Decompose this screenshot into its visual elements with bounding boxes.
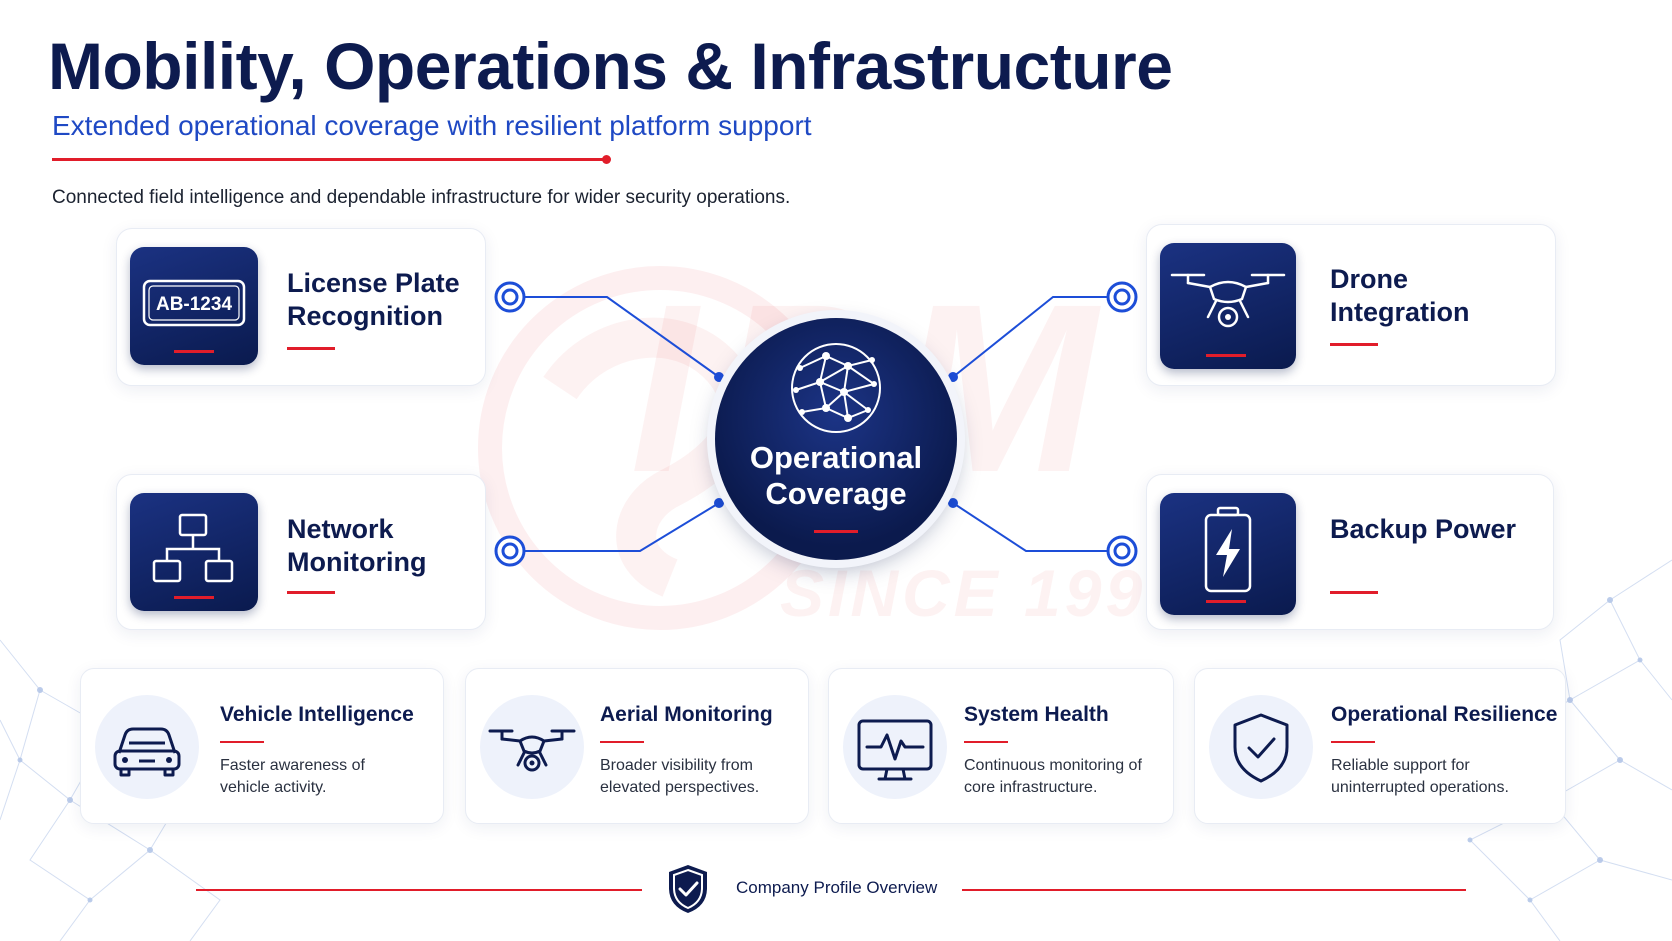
- hub-accent-line: [814, 530, 858, 533]
- feature-accent-line: [1330, 591, 1378, 594]
- bottom-card-description: Reliable support for uninterrupted opera…: [1331, 757, 1509, 796]
- feature-card-drone: Drone Integration: [1146, 224, 1556, 386]
- footer-shield-icon: [669, 865, 707, 913]
- intro-text: Connected field intelligence and dependa…: [52, 187, 791, 208]
- title-divider-dot: [602, 155, 611, 164]
- bottom-card-aerial-monitoring: Aerial Monitoring Broader visibility fro…: [465, 668, 809, 824]
- bottom-card-title: Vehicle Intelligence: [220, 703, 414, 726]
- drone-camera-icon: [480, 695, 584, 799]
- connector-network-monitoring: [523, 502, 720, 552]
- bottom-card-description: Broader visibility from elevated perspec…: [600, 757, 760, 796]
- footer-label: Company Profile Overview: [736, 878, 938, 897]
- drone-icon: [1160, 243, 1296, 369]
- feature-accent-line: [287, 591, 335, 594]
- car-icon: [95, 695, 199, 799]
- network-hierarchy-icon: [130, 493, 258, 611]
- connector-node-right-top: [1106, 281, 1138, 313]
- feature-label-backup-power: Backup Power: [1330, 514, 1517, 544]
- bottom-card-accent-line: [964, 741, 1008, 743]
- feature-label-network-monitoring: Network Monitoring: [287, 514, 427, 577]
- bottom-card-operational-resilience: Operational Resilience Reliable support …: [1194, 668, 1566, 824]
- footer-divider-left: [196, 889, 642, 891]
- watermark-tagline: SINCE 1995: [780, 556, 1187, 630]
- license-plate-icon: AB-1234: [130, 247, 258, 365]
- feature-card-network-monitoring: Network Monitoring: [116, 474, 486, 630]
- connector-backup-power: [952, 502, 1110, 552]
- icon-accent-line: [1206, 354, 1246, 357]
- monitor-heartbeat-icon: [843, 695, 947, 799]
- connector-node-left-bottom: [494, 535, 526, 567]
- page-title: Mobility, Operations & Infrastructure: [48, 29, 1173, 103]
- feature-accent-line: [1330, 343, 1378, 346]
- title-divider: [52, 158, 608, 161]
- feature-accent-line: [287, 347, 335, 350]
- bottom-card-description: Faster awareness of vehicle activity.: [220, 757, 365, 796]
- bottom-card-title: System Health: [964, 703, 1109, 726]
- battery-bolt-icon: [1160, 493, 1296, 615]
- hub-operational-coverage: Operational Coverage: [715, 318, 957, 560]
- icon-accent-line: [1206, 600, 1246, 603]
- icon-accent-line: [174, 596, 214, 599]
- page-subtitle: Extended operational coverage with resil…: [52, 110, 812, 141]
- bottom-card-accent-line: [220, 741, 264, 743]
- connector-drone: [952, 296, 1110, 378]
- connector-license-plate: [523, 296, 720, 378]
- feature-label-drone: Drone Integration: [1330, 264, 1470, 327]
- bottom-card-title: Aerial Monitoring: [600, 703, 773, 726]
- shield-check-icon: [1209, 695, 1313, 799]
- connector-node-left-top: [494, 281, 526, 313]
- connector-node-right-bottom: [1106, 535, 1138, 567]
- bottom-card-accent-line: [1331, 741, 1375, 743]
- icon-accent-line: [174, 350, 214, 353]
- bottom-card-description: Continuous monitoring of core infrastruc…: [964, 757, 1142, 796]
- bottom-card-title: Operational Resilience: [1331, 703, 1558, 726]
- footer-divider-right: [962, 889, 1466, 891]
- globe-network-icon: [791, 343, 881, 433]
- feature-label-license-plate: License Plate Recognition: [287, 268, 460, 331]
- feature-card-license-plate: AB-1234 License Plate Recognition: [116, 228, 486, 386]
- hub-label: Operational Coverage: [749, 440, 923, 511]
- bottom-card-system-health: System Health Continuous monitoring of c…: [828, 668, 1174, 824]
- bottom-card-vehicle-intelligence: Vehicle Intelligence Faster awareness of…: [80, 668, 444, 824]
- plate-text: AB-1234: [156, 294, 232, 315]
- feature-card-backup-power: Backup Power: [1146, 474, 1554, 630]
- bottom-card-accent-line: [600, 741, 644, 743]
